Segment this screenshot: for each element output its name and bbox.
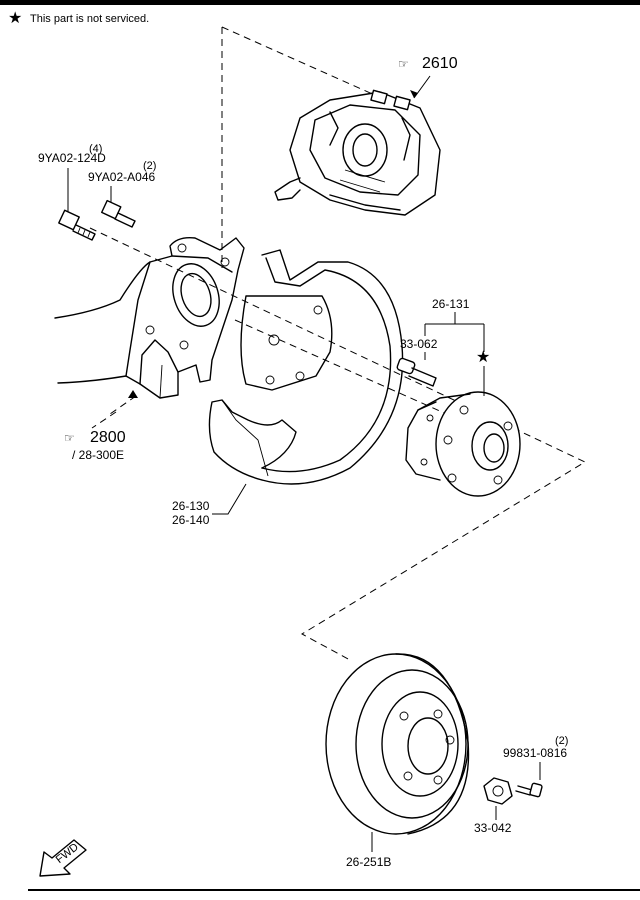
caliper-ref[interactable]: ☞ 2610 bbox=[398, 55, 458, 72]
bolt-9YA02-124D[interactable] bbox=[58, 209, 96, 241]
wheel-nut-33-042[interactable] bbox=[483, 777, 513, 805]
hub-bolt-label: 33-062 bbox=[400, 337, 438, 351]
hub-assy-bracket bbox=[424, 312, 485, 352]
steering-knuckle[interactable] bbox=[54, 236, 245, 399]
shield-label-1: 26-130 bbox=[172, 499, 210, 513]
knuckle-ref-sub: / 28-300E bbox=[72, 448, 124, 462]
knuckle-arrowhead bbox=[128, 390, 138, 398]
bolt-b-qty: (2) bbox=[143, 160, 156, 172]
screw-99831-0816[interactable] bbox=[515, 782, 543, 798]
bolt-a-qty: (4) bbox=[89, 143, 102, 155]
ref-hand-icon: ☞ bbox=[398, 57, 409, 71]
bolt-9YA02-A046[interactable] bbox=[100, 199, 136, 228]
caliper-ref-number: 2610 bbox=[422, 55, 458, 72]
caliper-arrowhead bbox=[410, 90, 418, 98]
brake-caliper[interactable] bbox=[274, 89, 441, 216]
fwd-arrow-icon: FWD bbox=[39, 839, 87, 877]
bolt-b-label: 9YA02-A046 bbox=[88, 170, 155, 184]
hub-bolt-33-062[interactable] bbox=[396, 357, 437, 387]
wheel-hub-assembly[interactable] bbox=[405, 391, 521, 497]
shield-leader bbox=[212, 483, 247, 515]
knuckle-ref-number: 2800 bbox=[90, 429, 126, 446]
notice-star-icon: ★ bbox=[8, 10, 22, 27]
nut-label: 33-042 bbox=[474, 821, 512, 835]
screw-qty: (2) bbox=[555, 735, 568, 747]
hub-assy-label: 26-131 bbox=[432, 297, 470, 311]
top-rule bbox=[0, 0, 640, 5]
knuckle-ref[interactable]: ☞ 2800 bbox=[64, 429, 126, 446]
knuckle-leader-2 bbox=[109, 395, 137, 415]
brake-disc[interactable] bbox=[325, 653, 470, 835]
shield-label-2: 26-140 bbox=[172, 513, 210, 527]
bottom-rule bbox=[28, 889, 640, 891]
disc-label: 26-251B bbox=[346, 855, 391, 869]
not-serviced-star-icon: ★ bbox=[476, 349, 490, 366]
notice-text: This part is not serviced. bbox=[30, 13, 149, 25]
ref-hand-icon: ☞ bbox=[64, 431, 75, 445]
screw-label: 99831-0816 bbox=[503, 746, 567, 760]
knuckle-leader bbox=[91, 411, 117, 429]
bolt-a-label: 9YA02-124D bbox=[38, 151, 106, 165]
dust-shield[interactable] bbox=[208, 249, 404, 485]
